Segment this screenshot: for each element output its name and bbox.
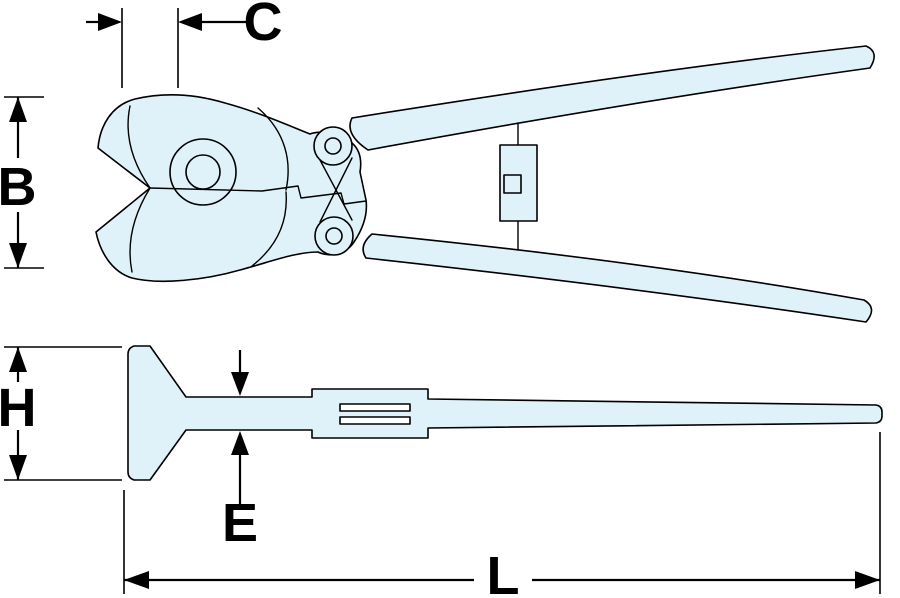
- upper-boss-edge: [257, 107, 289, 191]
- dimension-label-h: H: [0, 378, 37, 438]
- joint-slot-lower: [339, 416, 411, 425]
- dimension-b: B: [0, 96, 44, 269]
- dimension-annotations: C B H E: [0, 0, 881, 598]
- dimension-l: L: [123, 432, 881, 598]
- dimension-label-e: E: [222, 493, 258, 553]
- dimension-label-l: L: [487, 546, 520, 598]
- lower-handle: [362, 233, 873, 323]
- dimension-label-b: B: [0, 157, 37, 217]
- jaw-seam-zigzag: [149, 185, 367, 205]
- lower-jaw-edge: [129, 187, 151, 273]
- main-pivot-inner: [185, 154, 221, 190]
- dim-l-arrow-left-icon: [124, 571, 149, 589]
- dimension-h: H: [0, 346, 122, 481]
- dim-h-arrow-up-icon: [9, 347, 27, 372]
- dim-l-arrow-right-icon: [855, 571, 880, 589]
- upper-jaw-edge: [127, 105, 151, 189]
- upper-handle: [349, 45, 875, 151]
- upper-pivot-inner: [324, 137, 342, 155]
- pliers-flat-view: [127, 345, 883, 481]
- dim-c-arrow-right-icon: [98, 13, 122, 31]
- dim-e-arrow-up-icon: [231, 431, 249, 455]
- spring-latch: [503, 174, 522, 194]
- dim-b-arrow-up-icon: [9, 97, 27, 122]
- dim-c-arrow-left-icon: [178, 13, 202, 31]
- pliers-side-view: [95, 45, 875, 323]
- dim-b-arrow-down-icon: [9, 243, 27, 268]
- dim-e-arrow-down-icon: [231, 372, 249, 396]
- lower-pivot-inner: [325, 227, 343, 245]
- joint-slot-upper: [339, 403, 411, 412]
- cross-link-line-2: [319, 157, 353, 223]
- lower-boss-edge: [251, 191, 287, 267]
- flat-profile-outline: [127, 345, 883, 481]
- dimension-e: E: [222, 350, 258, 553]
- dim-h-arrow-down-icon: [9, 455, 27, 480]
- dimension-label-c: C: [244, 0, 283, 52]
- dimension-c: C: [86, 0, 283, 88]
